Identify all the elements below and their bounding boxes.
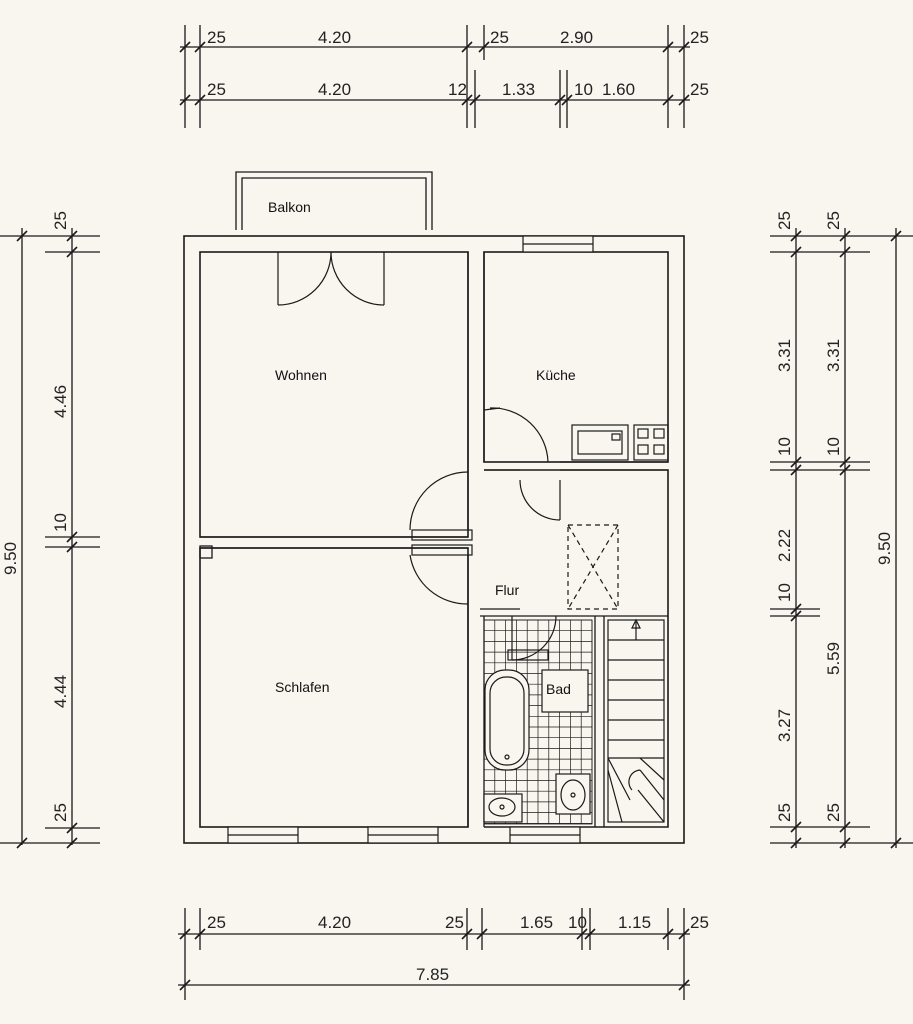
kitchen-stove xyxy=(571,424,669,461)
dim-label: 4.46 xyxy=(51,385,70,418)
dim-label: 25 xyxy=(690,913,709,932)
dim-label: 5.59 xyxy=(824,642,843,675)
dim-label: 10 xyxy=(51,513,70,532)
left-dimension-lines xyxy=(0,228,100,849)
dim-label: 25 xyxy=(775,211,794,230)
dim-label: 1.33 xyxy=(502,80,535,99)
dim-label: 12 xyxy=(448,80,467,99)
dim-label: 4.44 xyxy=(51,675,70,708)
interior-walls xyxy=(199,252,668,827)
room-label-balkon: Balkon xyxy=(268,199,311,215)
room-label-bad: Bad xyxy=(546,681,571,697)
dim-label: 25 xyxy=(690,80,709,99)
dim-label: 4.20 xyxy=(318,28,351,47)
balcony xyxy=(235,171,433,230)
storage-cabinet xyxy=(567,524,619,610)
left-dimension-labels: 9.50 25 4.46 10 4.44 25 xyxy=(1,211,70,822)
dim-label: 25 xyxy=(775,803,794,822)
dim-label: 3.31 xyxy=(824,339,843,372)
dim-label: 25 xyxy=(207,913,226,932)
room-label-schlafen: Schlafen xyxy=(275,679,329,695)
dim-label: 3.27 xyxy=(775,709,794,742)
dim-label: 25 xyxy=(207,28,226,47)
room-label-wohnen: Wohnen xyxy=(275,367,327,383)
dim-label: 25 xyxy=(51,803,70,822)
dim-label: 4.20 xyxy=(318,913,351,932)
dim-label: 7.85 xyxy=(416,965,449,984)
doors xyxy=(277,251,561,661)
staircase xyxy=(607,618,665,823)
dim-label: 9.50 xyxy=(1,542,20,575)
room-label-flur: Flur xyxy=(495,582,519,598)
dim-label: 1.65 xyxy=(520,913,553,932)
dim-label: 10 xyxy=(568,913,587,932)
dim-label: 25 xyxy=(207,80,226,99)
dim-label: 25 xyxy=(824,211,843,230)
dim-label: 10 xyxy=(574,80,593,99)
room-label-kueche: Küche xyxy=(536,367,576,383)
top-dimension-lines xyxy=(179,25,690,128)
dim-label: 10 xyxy=(775,437,794,456)
washbasin xyxy=(483,793,523,823)
dim-label: 2.22 xyxy=(775,529,794,562)
bad-label-box xyxy=(541,669,589,713)
right-dimension-labels: 25 3.31 10 2.22 10 3.27 25 25 3.31 10 5.… xyxy=(775,211,894,822)
top-dimension-labels: 25 4.20 25 2.90 25 25 4.20 12 1.33 10 1.… xyxy=(207,28,709,99)
bottom-dimension-lines xyxy=(178,908,690,1000)
windows xyxy=(227,235,594,844)
dim-label: 25 xyxy=(445,913,464,932)
bottom-dimension-labels: 25 4.20 25 1.65 10 1.15 25 7.85 xyxy=(207,913,709,984)
dim-label: 2.90 xyxy=(560,28,593,47)
bathtub xyxy=(484,669,530,771)
dim-label: 4.20 xyxy=(318,80,351,99)
dim-label: 25 xyxy=(824,803,843,822)
dim-label: 3.31 xyxy=(775,339,794,372)
dim-label: 9.50 xyxy=(875,532,894,565)
dim-label: 1.60 xyxy=(602,80,635,99)
toilet xyxy=(555,773,591,815)
dim-label: 25 xyxy=(690,28,709,47)
right-dimension-lines xyxy=(770,228,913,849)
dim-label: 10 xyxy=(775,583,794,602)
dim-label: 10 xyxy=(824,437,843,456)
dim-label: 25 xyxy=(490,28,509,47)
dim-label: 1.15 xyxy=(618,913,651,932)
dim-label: 25 xyxy=(51,211,70,230)
